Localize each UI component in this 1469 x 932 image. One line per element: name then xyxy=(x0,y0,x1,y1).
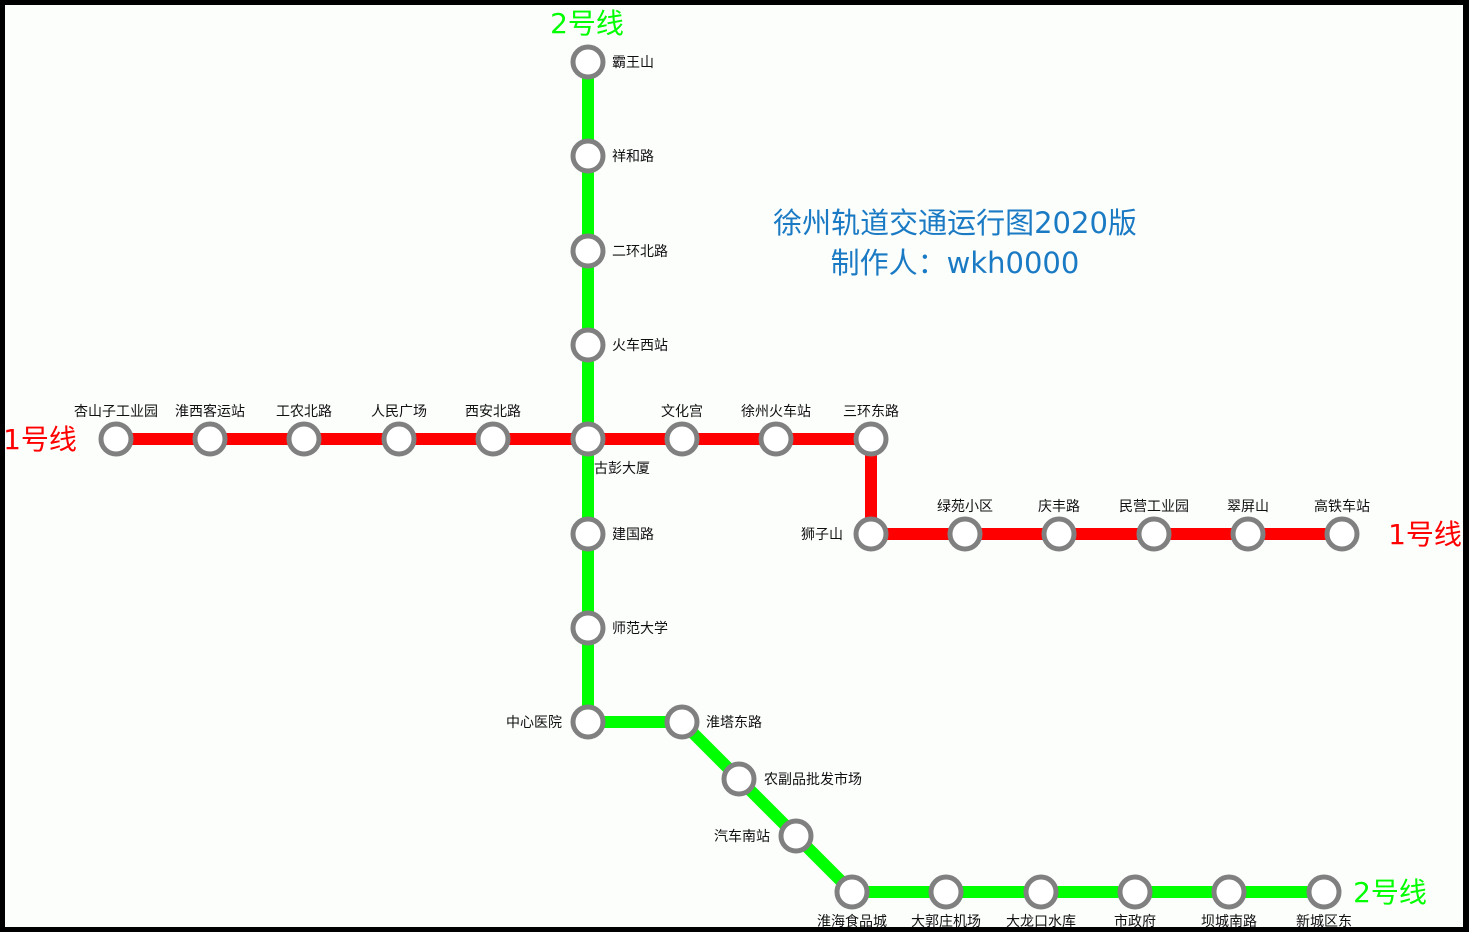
station-label: 祥和路 xyxy=(612,149,654,165)
station-label: 古彭大厦 xyxy=(594,461,650,477)
frame-left xyxy=(0,0,5,932)
station-marker[interactable] xyxy=(1023,874,1059,910)
station-marker[interactable] xyxy=(381,421,417,457)
station-marker[interactable] xyxy=(570,421,606,457)
station-label: 二环北路 xyxy=(612,244,668,260)
station-label: 人民广场 xyxy=(371,404,427,420)
station-label: 汽车南站 xyxy=(714,828,770,845)
station-marker[interactable] xyxy=(778,818,814,854)
station-marker[interactable] xyxy=(928,874,964,910)
line2-terminal-label: 2号线 xyxy=(1353,876,1427,909)
station-label: 大龙口水库 xyxy=(1006,914,1076,930)
station-label: 建国路 xyxy=(612,527,654,543)
author-text: 制作人：wkh0000 xyxy=(830,246,1080,280)
station-marker[interactable] xyxy=(664,421,700,457)
station-label: 三环东路 xyxy=(843,404,899,420)
map-title: 徐州轨道交通运行图2020版 制作人：wkh0000 xyxy=(740,203,1170,283)
station-marker[interactable] xyxy=(570,44,606,80)
station-marker[interactable] xyxy=(98,421,134,457)
station-marker[interactable] xyxy=(570,327,606,363)
line1-terminal-label: 1号线 xyxy=(1388,518,1462,551)
station-marker[interactable] xyxy=(1324,516,1360,552)
station-label: 狮子山 xyxy=(801,527,843,543)
station-marker[interactable] xyxy=(475,421,511,457)
station-marker[interactable] xyxy=(570,516,606,552)
line-labels: 1号线 1号线 2号线 2号线 xyxy=(3,7,1462,909)
station-label: 淮海食品城 xyxy=(817,913,887,930)
station-marker[interactable] xyxy=(570,138,606,174)
station-label: 淮塔东路 xyxy=(706,715,762,731)
station-label: 庆丰路 xyxy=(1038,499,1080,515)
station-label: 农副品批发市场 xyxy=(764,771,862,788)
line2-terminal-label: 2号线 xyxy=(550,7,624,40)
station-marker[interactable] xyxy=(192,421,228,457)
title-text: 徐州轨道交通运行图2020版 xyxy=(773,206,1137,240)
station-label: 火车西站 xyxy=(612,337,668,354)
station-label: 大郭庄机场 xyxy=(911,913,981,930)
station-label: 西安北路 xyxy=(465,404,521,420)
station-marker[interactable] xyxy=(286,421,322,457)
station-marker[interactable] xyxy=(1117,874,1153,910)
station-label: 坝城南路 xyxy=(1201,914,1257,930)
station-marker[interactable] xyxy=(570,610,606,646)
station-label: 绿苑小区 xyxy=(937,499,993,515)
station-marker[interactable] xyxy=(1136,516,1172,552)
stations xyxy=(98,44,1360,910)
line1-terminal-label: 1号线 xyxy=(3,423,77,456)
station-label: 师范大学 xyxy=(612,620,668,637)
station-label: 民营工业园 xyxy=(1119,499,1189,515)
station-label: 淮西客运站 xyxy=(175,403,245,420)
station-marker[interactable] xyxy=(834,874,870,910)
station-marker[interactable] xyxy=(721,761,757,797)
station-marker[interactable] xyxy=(570,233,606,269)
station-label: 文化宫 xyxy=(661,404,703,420)
station-marker[interactable] xyxy=(853,421,889,457)
line2-route xyxy=(582,62,1324,898)
station-marker[interactable] xyxy=(1230,516,1266,552)
station-marker[interactable] xyxy=(570,704,606,740)
station-marker[interactable] xyxy=(664,704,700,740)
station-marker[interactable] xyxy=(853,516,889,552)
station-label: 徐州火车站 xyxy=(741,403,811,420)
station-marker[interactable] xyxy=(1211,874,1247,910)
frame-top xyxy=(0,0,1469,5)
station-label: 中心医院 xyxy=(506,715,562,731)
station-marker[interactable] xyxy=(1306,874,1342,910)
station-marker[interactable] xyxy=(947,516,983,552)
station-label: 市政府 xyxy=(1114,913,1156,930)
station-marker[interactable] xyxy=(1041,516,1077,552)
station-label: 霸王山 xyxy=(612,55,654,71)
station-label: 新城区东 xyxy=(1296,914,1352,930)
station-label: 杏山子工业园 xyxy=(74,404,158,420)
station-label: 工农北路 xyxy=(276,404,332,420)
station-marker[interactable] xyxy=(758,421,794,457)
station-label: 翠屏山 xyxy=(1227,499,1269,515)
station-label: 高铁车站 xyxy=(1314,498,1370,515)
frame-bottom xyxy=(0,927,1469,932)
frame-right xyxy=(1463,0,1469,932)
